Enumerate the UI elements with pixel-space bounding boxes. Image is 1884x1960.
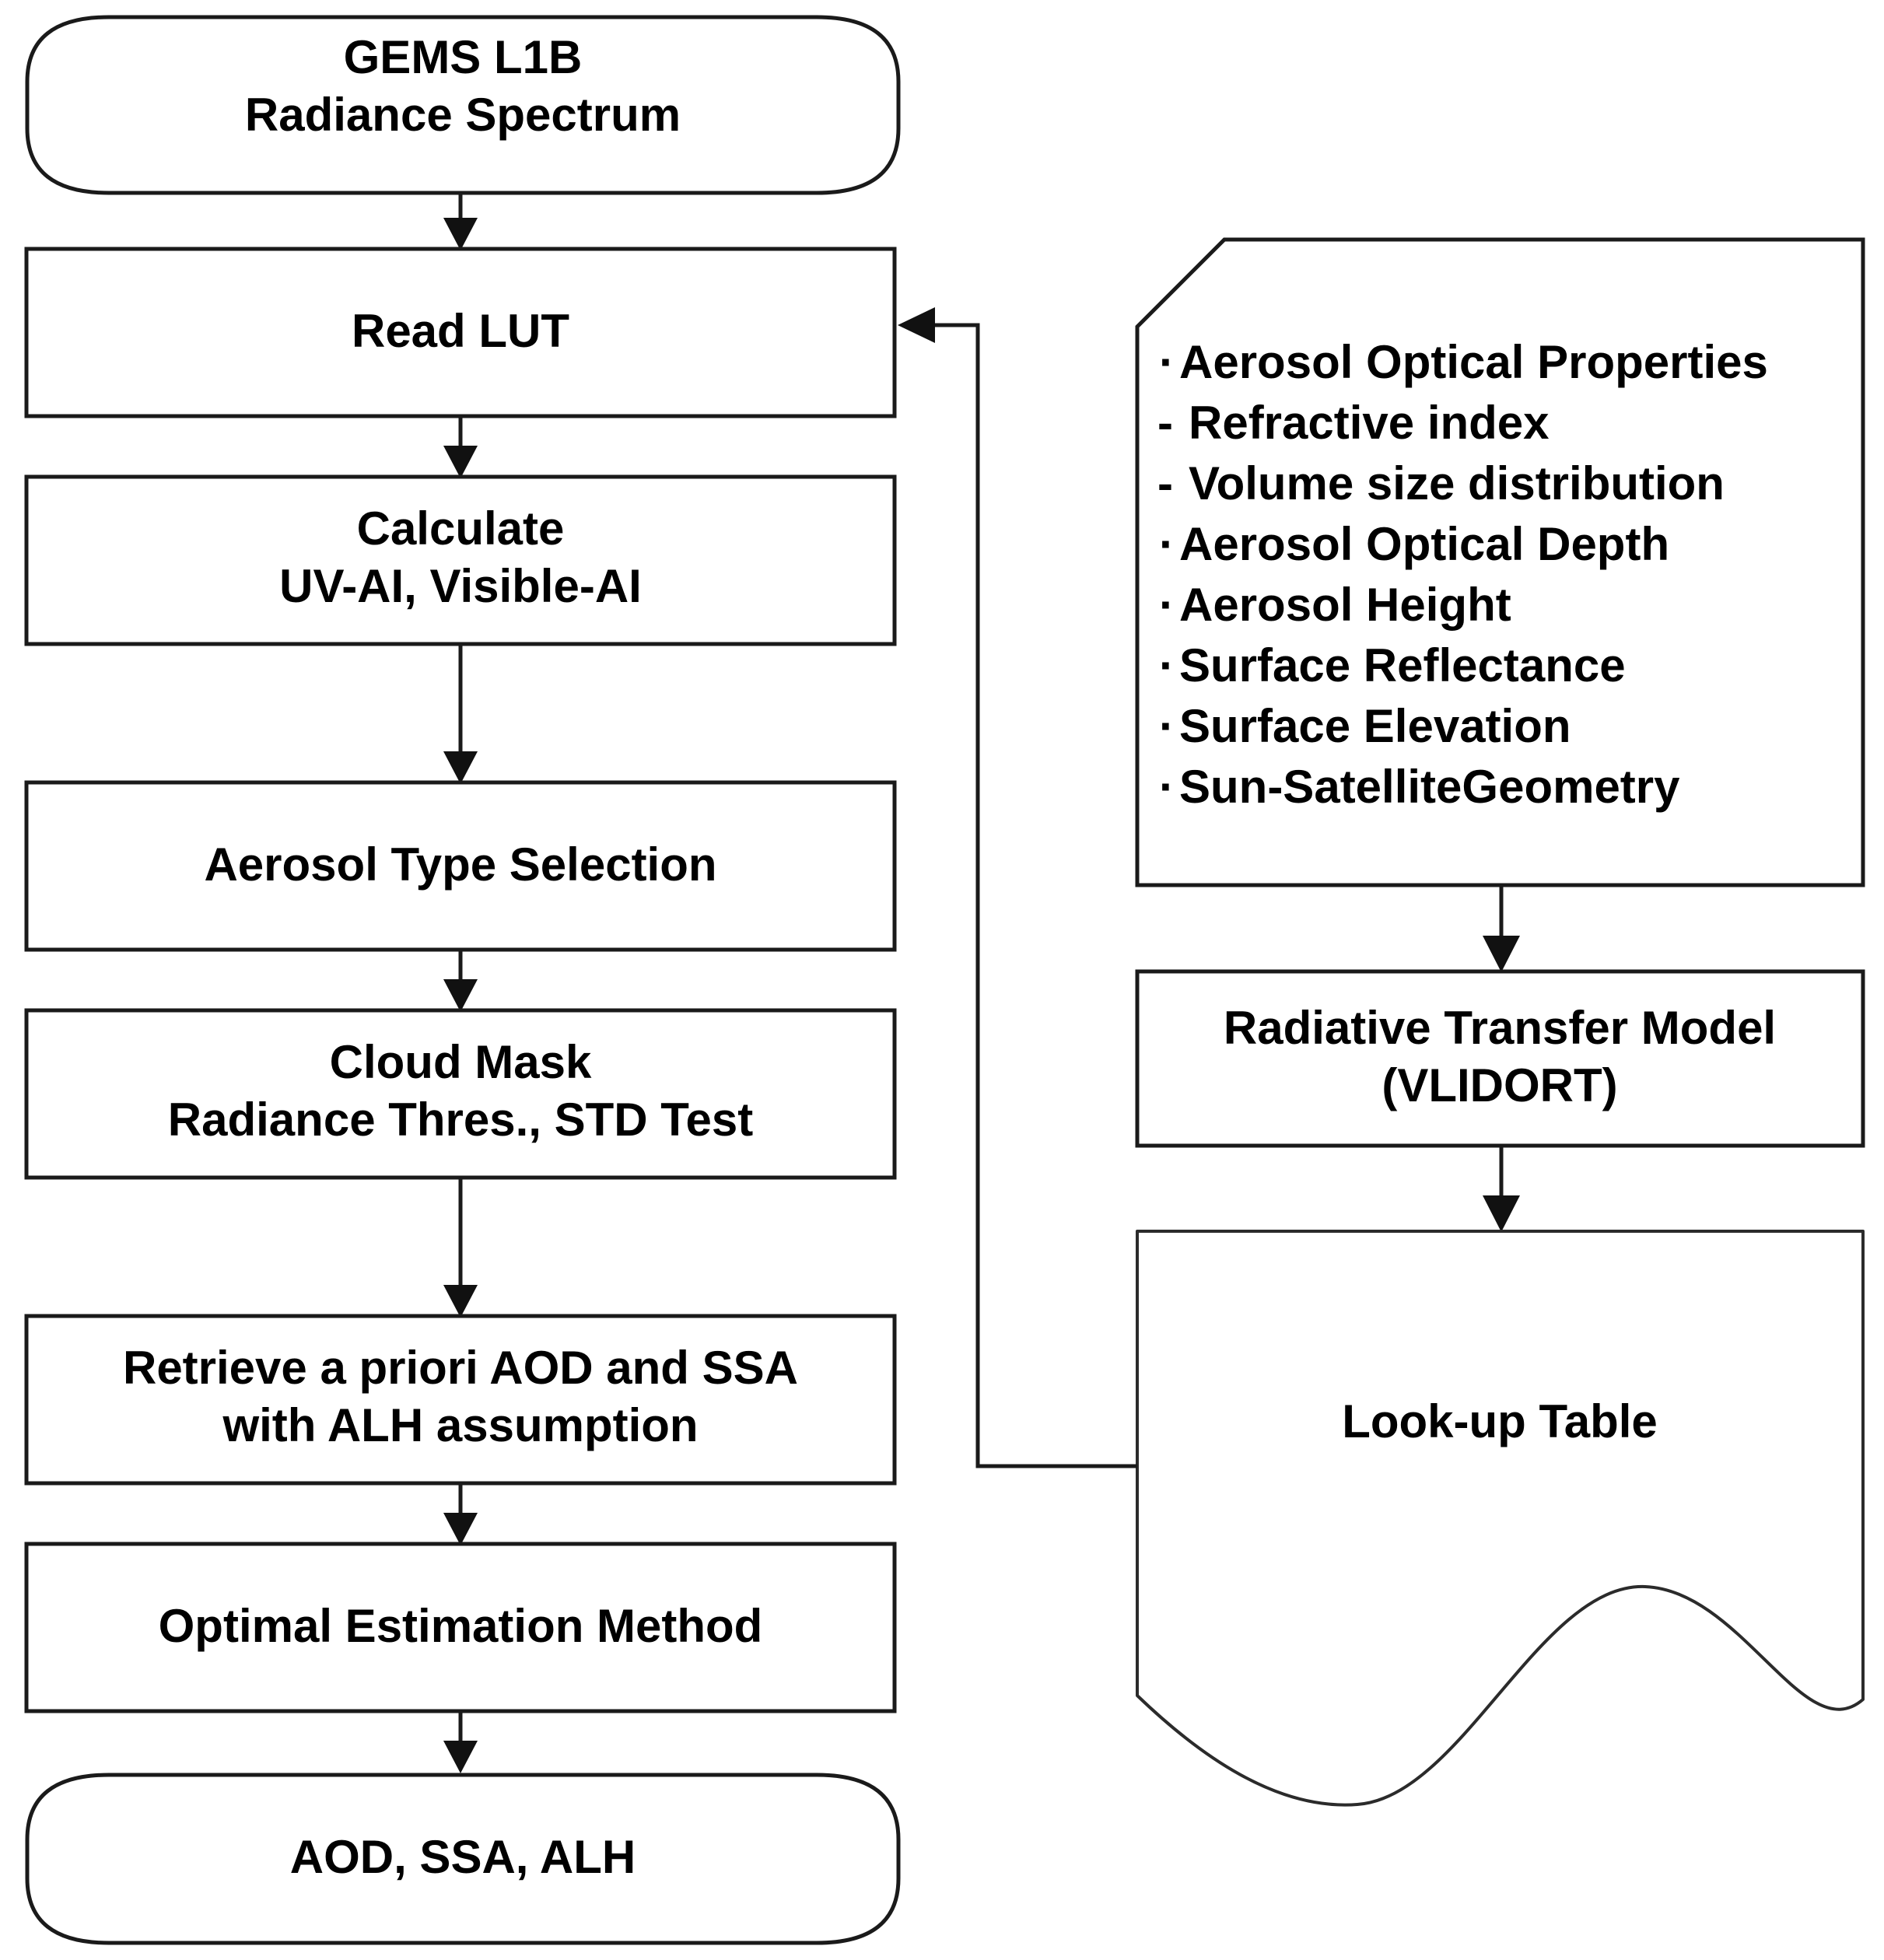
cloud-mask-line1: Cloud Mask: [330, 1036, 592, 1088]
retrieve-a-priori-shape: [24, 1314, 897, 1486]
input-item-marker-1: -: [1157, 397, 1173, 449]
node-aerosol-inputs[interactable]: · Aerosol Optical Properties - Refractiv…: [1135, 237, 1865, 887]
connector-read-lut-to-calculate: [443, 418, 478, 478]
input-item-label-5: Surface Reflectance: [1179, 639, 1626, 691]
connector-calculate-to-type: [443, 646, 478, 784]
input-item-label-2: Volume size distribution: [1189, 457, 1725, 509]
node-calculate-ai[interactable]: Calculate UV-AI, Visible-AI: [24, 474, 897, 646]
input-item-label-0: Aerosol Optical Properties: [1179, 336, 1768, 388]
rtm-line1: Radiative Transfer Model: [1224, 1002, 1776, 1054]
connector-type-to-cloud-mask: [443, 951, 478, 1012]
read-lut-shape: [24, 247, 897, 418]
input-item-marker-2: -: [1157, 457, 1173, 509]
end-terminator-shape: [25, 1773, 901, 1945]
connector-inputs-to-rtm: [1483, 887, 1520, 972]
input-item-label-3: Aerosol Optical Depth: [1179, 518, 1669, 570]
optimal-estimation-label: Optimal Estimation Method: [159, 1600, 763, 1652]
optimal-estimation-shape: [24, 1542, 897, 1713]
calculate-ai-line1: Calculate: [357, 502, 565, 555]
connector-rtm-to-lut: [1483, 1147, 1520, 1232]
aerosol-inputs-shape: [1135, 237, 1865, 887]
calculate-ai-shape: [24, 474, 897, 646]
node-aerosol-type-selection[interactable]: Aerosol Type Selection: [24, 780, 897, 952]
read-lut-label: Read LUT: [352, 305, 569, 357]
node-look-up-table[interactable]: Look-up Table: [1136, 1230, 1865, 1807]
node-radiative-transfer-model[interactable]: Radiative Transfer Model (VLIDORT): [1135, 969, 1865, 1148]
cloud-mask-shape: [24, 1008, 897, 1180]
look-up-table-shape: [1136, 1230, 1865, 1807]
cloud-mask-line2: Radiance Thres., STD Test: [168, 1094, 753, 1146]
look-up-table-label: Look-up Table: [1342, 1395, 1658, 1447]
input-item-marker-7: ·: [1159, 761, 1175, 813]
input-item-marker-3: ·: [1159, 518, 1175, 570]
connector-retrieve-to-optimal: [443, 1485, 478, 1545]
node-optimal-estimation[interactable]: Optimal Estimation Method: [24, 1542, 897, 1713]
connector-cloud-mask-to-retrieve: [443, 1179, 478, 1318]
input-item-label-4: Aerosol Height: [1179, 579, 1511, 631]
connector-optimal-to-end: [443, 1713, 478, 1773]
radiative-transfer-model-shape: [1135, 969, 1865, 1148]
input-item-marker-0: ·: [1159, 336, 1175, 388]
end-node-label: AOD, SSA, ALH: [290, 1831, 636, 1883]
aerosol-type-selection-shape: [24, 780, 897, 952]
aerosol-type-selection-label: Aerosol Type Selection: [204, 838, 716, 891]
connector-start-to-read-lut: [443, 194, 478, 250]
retrieve-a-priori-line1: Retrieve a priori AOD and SSA: [123, 1342, 798, 1394]
node-retrieve-a-priori[interactable]: Retrieve a priori AOD and SSA with ALH a…: [24, 1314, 897, 1486]
start-node-line1: GEMS L1B: [344, 31, 583, 83]
node-read-lut[interactable]: Read LUT: [24, 247, 897, 418]
input-item-label-1: Refractive index: [1189, 397, 1550, 449]
calculate-ai-line2: UV-AI, Visible-AI: [279, 560, 642, 612]
start-node-line2: Radiance Spectrum: [245, 89, 681, 141]
input-item-marker-4: ·: [1159, 579, 1175, 631]
connector-lut-feedback-to-read-lut: [898, 307, 1137, 1468]
start-terminator-shape: [25, 15, 901, 195]
retrieve-a-priori-line2: with ALH assumption: [222, 1399, 698, 1451]
rtm-line2: (VLIDORT): [1381, 1059, 1617, 1111]
input-item-label-7: Sun-SatelliteGeometry: [1179, 761, 1680, 813]
node-aod-ssa-alh-end[interactable]: AOD, SSA, ALH: [25, 1773, 901, 1945]
input-item-label-6: Surface Elevation: [1179, 700, 1571, 752]
input-item-marker-5: ·: [1159, 639, 1175, 691]
node-cloud-mask[interactable]: Cloud Mask Radiance Thres., STD Test: [24, 1008, 897, 1180]
input-item-marker-6: ·: [1159, 700, 1175, 752]
node-gems-l1b-start[interactable]: GEMS L1B Radiance Spectrum: [25, 15, 901, 195]
